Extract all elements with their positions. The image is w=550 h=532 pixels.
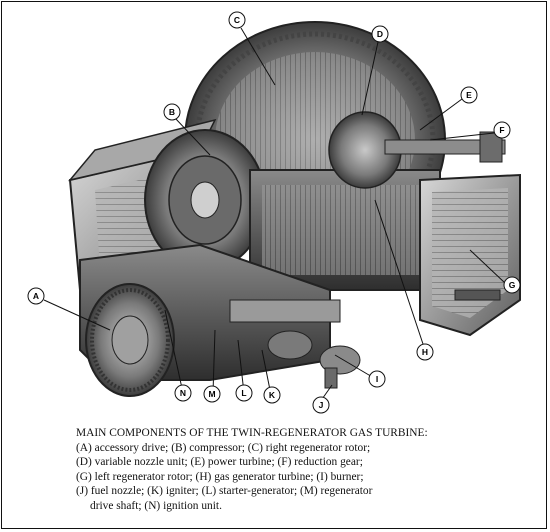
callout-b: B (163, 103, 181, 121)
callout-e: E (460, 86, 478, 104)
caption-line: (D) variable nozzle unit; (E) power turb… (76, 456, 363, 469)
caption-line: (A) accessory drive; (B) compressor; (C)… (76, 441, 371, 454)
callout-a: A (27, 287, 45, 305)
callout-m: M (203, 385, 221, 403)
figure-caption: MAIN COMPONENTS OF THE TWIN-REGENERATOR … (76, 426, 536, 514)
caption-line: (J) fuel nozzle; (K) igniter; (L) starte… (76, 485, 373, 498)
caption-line: (G) left regenerator rotor; (H) gas gene… (76, 470, 364, 483)
svg-text:D: D (377, 29, 383, 39)
callout-f: F (493, 121, 511, 139)
svg-text:H: H (422, 347, 428, 357)
callout-n: N (174, 384, 192, 402)
left-regenerator-rotor-drawing (419, 173, 521, 337)
svg-text:N: N (180, 388, 186, 398)
callout-g: G (503, 276, 521, 294)
svg-text:B: B (169, 107, 175, 117)
callout-labels: A B C D E F G H I J K L M N (27, 11, 521, 414)
turbine-cutaway-illustration: A B C D E F G H I J K L M N (27, 11, 521, 414)
svg-text:E: E (466, 90, 472, 100)
caption-line: drive shaft; (N) ignition unit. (90, 499, 222, 512)
svg-text:A: A (33, 291, 39, 301)
accessory-drive-drawing (79, 243, 361, 397)
callout-c: C (228, 11, 246, 29)
svg-text:J: J (319, 400, 324, 410)
compressor-drawing (144, 129, 266, 271)
callout-h: H (416, 343, 434, 361)
turbine-section-drawing (249, 111, 506, 291)
leader-lines (43, 27, 506, 403)
callout-l: L (235, 384, 253, 402)
svg-text:C: C (234, 15, 240, 25)
svg-text:G: G (509, 280, 516, 290)
caption-title: MAIN COMPONENTS OF THE TWIN-REGENERATOR … (76, 427, 428, 439)
svg-text:K: K (269, 390, 276, 400)
svg-text:L: L (241, 388, 246, 398)
callout-d: D (371, 25, 389, 43)
svg-text:M: M (208, 389, 215, 399)
svg-text:I: I (376, 374, 378, 384)
callout-i: I (368, 370, 386, 388)
callout-k: K (263, 386, 281, 404)
svg-text:F: F (499, 125, 504, 135)
callout-j: J (312, 396, 330, 414)
